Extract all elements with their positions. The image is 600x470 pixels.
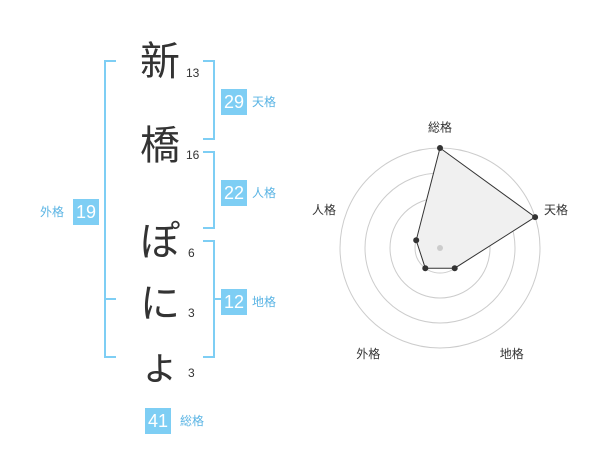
jinkaku-value: 22	[221, 180, 248, 206]
tenkaku-bracket	[203, 60, 215, 140]
radar-point-4	[422, 265, 429, 272]
name-char-3: ぽ	[140, 219, 180, 265]
stroke-count-2: 16	[186, 148, 200, 162]
gaikaku-bracket	[104, 60, 116, 358]
jinkaku-label: 人格	[252, 186, 277, 200]
radar-center-dot	[437, 245, 443, 251]
radar-axis-label-3: 地格	[500, 346, 524, 361]
gaikaku-bracket-mid-tick	[104, 298, 116, 300]
radar-point-3	[451, 265, 458, 272]
chikaku-label: 地格	[252, 295, 277, 309]
jinkaku-bracket	[203, 151, 215, 229]
radar-axis-label-4: 外格	[356, 346, 380, 361]
soukaku-label: 総格	[180, 414, 205, 428]
chikaku-value: 12	[221, 289, 248, 315]
radar-axis-label-5: 人格	[312, 202, 336, 217]
radar-point-2	[532, 214, 539, 221]
radar-point-1	[437, 145, 443, 151]
radar-axis-label-1: 総格	[428, 120, 452, 135]
stroke-count-5: 3	[188, 366, 195, 380]
tenkaku-label: 天格	[252, 95, 277, 109]
chikaku-bracket-connector	[213, 298, 223, 300]
stroke-count-3: 6	[188, 246, 195, 260]
radar-axis-label-2: 天格	[544, 202, 568, 217]
name-char-5: ょ	[140, 343, 180, 389]
stroke-count-1: 13	[186, 66, 200, 80]
radar-point-5	[413, 237, 420, 244]
gaikaku-value: 19	[73, 199, 100, 225]
name-char-4: に	[140, 281, 180, 327]
gaikaku-label: 外格	[40, 205, 65, 219]
name-char-2: 橋	[140, 123, 180, 169]
soukaku-value: 41	[145, 408, 172, 434]
radar-data-polygon	[415, 147, 536, 269]
name-char-1: 新	[140, 39, 180, 85]
tenkaku-value: 29	[221, 89, 248, 115]
stroke-count-4: 3	[188, 306, 195, 320]
